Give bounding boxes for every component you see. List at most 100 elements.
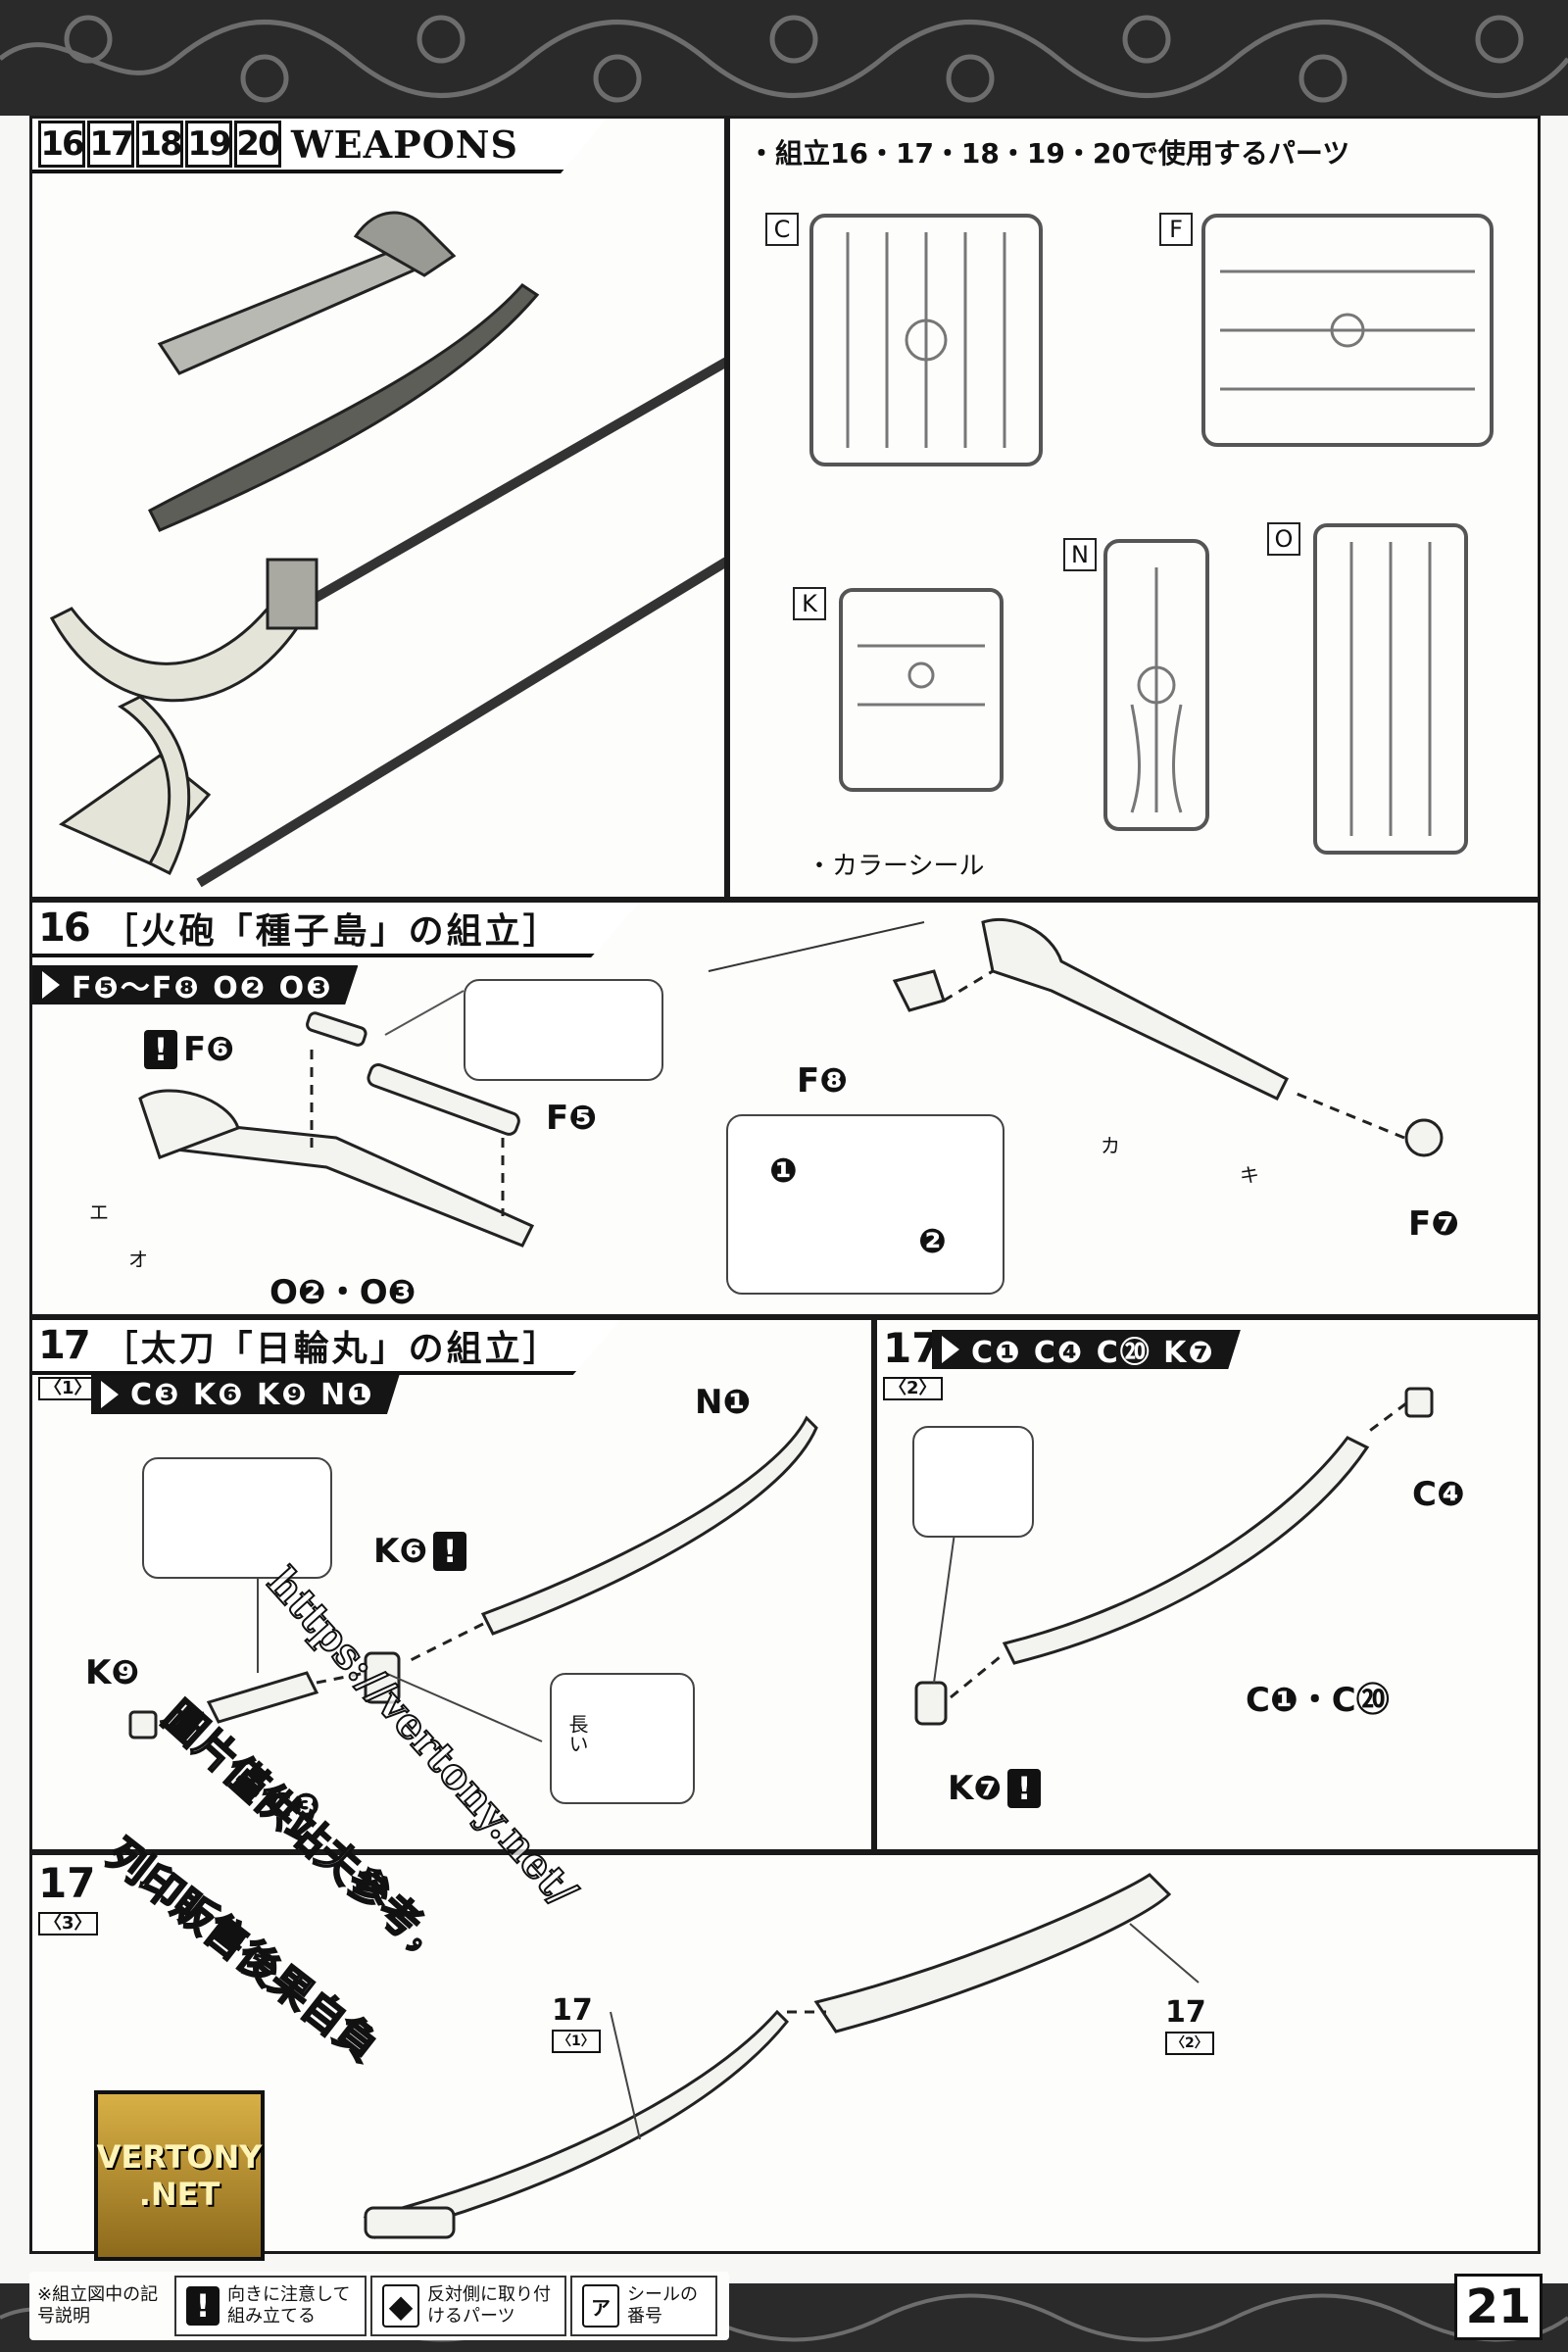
katana-blade [480,1415,818,1636]
length-note: 長い [565,1714,589,1753]
seal-ka-label: カ [1101,1134,1120,1157]
legend-intro: ※組立図中の記号説明 [37,2284,159,2327]
naginata-blade [49,607,300,703]
parts-panel: ・組立16・17・18・19・20で使用するパーツ C F K N [727,116,1541,900]
step17-2-panel: 17 〈2〉 C❶ C❹ C⑳ K❼ C❹ C❶・C⑳ K❼ ! [874,1317,1541,1852]
seal-o-label: オ [128,1248,148,1271]
label-n1: N❶ [695,1383,752,1422]
step17-2-parts-bar: C❶ C❹ C⑳ K❼ [932,1330,1241,1369]
sheath-c1-c20 [1002,1436,1370,1665]
step-number-18: 18 [136,121,183,168]
katana-sheath [148,283,540,532]
runner-k [839,588,1004,792]
spear-crossbar [118,695,191,876]
orientation-warning-icon: ! [186,2286,220,2326]
step17-1-parts-list: C❸ K❻ K❾ N❶ [130,1377,374,1412]
runner-f [1201,214,1494,447]
vertony-logo-line2: .NET [138,2176,220,2213]
step17-3-substep: 〈3〉 [38,1912,98,1936]
parts-arrow-icon [42,971,60,999]
label-f8: F❽ [797,1061,849,1101]
vertony-logo: VERTONY .NET [94,2090,265,2261]
part-f6 [306,1011,368,1047]
ref-step17-1: 17 [552,1993,593,2028]
step16-right-diagram [708,917,1444,1157]
legend-opposite-side-text: 反対側に取り付けるパーツ [427,2284,551,2327]
ref-step17-2: 17 [1165,1995,1206,2030]
vertony-logo-line1: VERTONY [96,2138,263,2176]
ref-step17-1-sub: 〈1〉 [552,2030,601,2053]
opposite-side-icon: ◆ [382,2284,419,2328]
runner-c [809,214,1043,466]
step-number-19: 19 [185,121,232,168]
katana-handle [364,2206,456,2239]
inset-arrow-1: ❶ [769,1152,798,1191]
seal-number-icon: ア [582,2284,619,2328]
step17-2-parts-list: C❶ C❹ C⑳ K❼ [971,1336,1215,1370]
parts-heading: ・組立16・17・18・19・20で使用するパーツ [748,137,1350,170]
label-k7-text: K❼ [948,1769,1003,1808]
legend-item-orientation: ! 向きに注意して組み立てる [174,2276,367,2336]
step17-1-parts-bar: C❸ K❻ K❾ N❶ [91,1375,400,1414]
step17-2-diagram [914,1387,1434,1726]
runner-label-c: C [765,213,799,246]
step17-2-number: 17 [883,1324,941,1372]
label-f6: ! F❻ [144,1030,234,1069]
seal-ki-label: キ [1240,1163,1259,1187]
step17-3-panel: 17 〈3〉 17 〈1〉 17 〈2〉 [29,1852,1541,2254]
legend-seal-number-text: シールの番号 [627,2284,698,2327]
k7-detail-callout [912,1426,1034,1538]
step-number-16: 16 [38,121,85,168]
label-k6: K❻ ! [373,1532,467,1571]
part-f8-shape [892,969,946,1012]
legend-item-opposite-side: ◆ 反対側に取り付けるパーツ [370,2276,566,2336]
step-number-20: 20 [234,121,281,168]
label-c4: C❹ [1412,1475,1465,1514]
step16-left-diagram [138,990,535,1248]
step16-parts-bar: F❺〜F❽ O❷ O❸ [32,965,359,1005]
parts-arrow-icon [942,1336,959,1363]
runner-label-f: F [1159,213,1193,246]
label-c3: C❸ [268,1787,320,1826]
step17-1-title: ［太刀「日輪丸」の組立］ [102,1328,562,1369]
step16-parts-list: F❺〜F❽ O❷ O❸ [72,971,333,1005]
runner-o [1313,523,1468,855]
step16-detail-callout [464,979,663,1081]
label-k9: K❾ [85,1653,140,1692]
label-o2-o3: O❷・O❸ [270,1273,416,1312]
step17-1-panel: 17 ［太刀「日輪丸」の組立］ 〈1〉 C❸ K❻ K❾ N❶ [29,1317,874,1852]
seal-e-label: エ [89,1200,109,1224]
part-f5 [367,1062,520,1136]
musket-stock [353,211,457,277]
step16-panel: 16 ［火砲「種子島」の組立］ F❺〜F❽ O❷ O❸ [29,900,1541,1317]
step16-title: ［火砲「種子島」の組立］ [102,910,562,952]
ref-step17-2-sub: 〈2〉 [1165,2032,1214,2055]
label-f7: F❼ [1408,1204,1460,1244]
label-f6-text: F❻ [183,1030,235,1069]
naginata-guard [266,558,318,630]
step17-1-title-bar: 17 ［太刀「日輪丸」の組立］ [32,1320,620,1375]
step16-inset-callout [726,1114,1004,1295]
step17-1-number: 17 [38,1323,91,1368]
label-k6-text: K❻ [373,1532,428,1571]
label-f5: F❺ [546,1099,598,1138]
musket-butt [138,1089,240,1159]
step16-title-bar: 16 ［火砲「種子島」の組立］ [32,903,640,957]
symbol-legend: ※組立図中の記号説明 ! 向きに注意して組み立てる ◆ 反対側に取り付けるパーツ… [29,2272,729,2340]
spear-pole [196,557,724,888]
length-detail-callout: 長い [550,1673,695,1804]
part-k7 [914,1681,948,1726]
weapons-title: WEAPONS [291,122,518,167]
step17-2-substep: 〈2〉 [883,1377,943,1400]
weapons-illustration [49,211,724,888]
label-k7: K❼ ! [948,1769,1042,1808]
part-k6 [364,1651,401,1704]
parts-arrow-icon [101,1381,119,1408]
handle-detail-callout [142,1457,332,1579]
inset-arrow-2: ❷ [918,1222,947,1261]
orientation-warning-icon: ! [433,1532,467,1571]
part-c4 [1404,1387,1434,1418]
musket-assembled [981,917,1290,1101]
decorative-pattern-top [0,0,1568,116]
runner-n [1103,539,1209,831]
